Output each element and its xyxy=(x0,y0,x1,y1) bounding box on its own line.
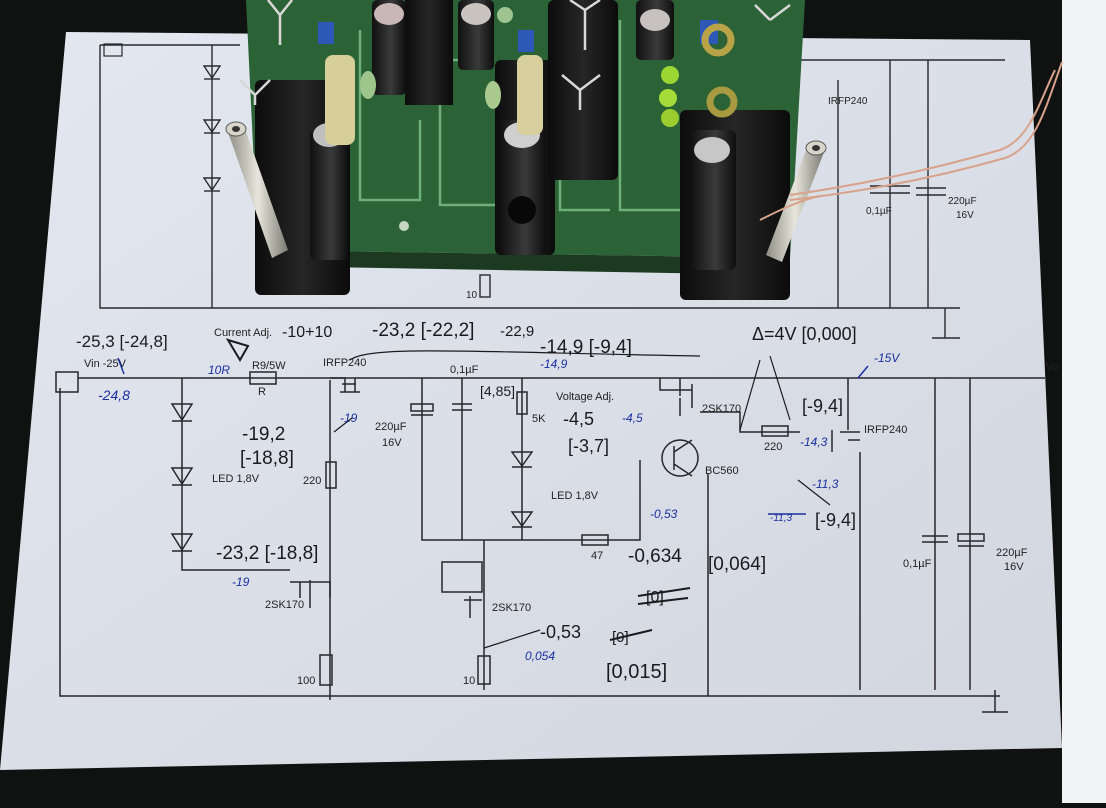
hw-emitter-meas: -0,634 xyxy=(628,546,682,567)
wires xyxy=(759,61,1063,221)
main-schematic-components xyxy=(55,371,985,686)
hw-bc560-strike: -11,3 xyxy=(770,513,792,524)
2sk170-2-label: 2SK170 xyxy=(492,602,531,614)
toroid-inductors xyxy=(701,23,738,118)
hw-bc560-bracket: [-9,4] xyxy=(815,510,856,530)
cap-elec-2-v-label: 16V xyxy=(1004,561,1024,573)
electrolytic-capacitors xyxy=(310,0,736,270)
hw-emitter-blue: -0,53 xyxy=(650,507,678,521)
top-schematic xyxy=(99,44,1005,339)
r220-2-label: 220 xyxy=(764,441,782,453)
top-r10-label: 10 xyxy=(466,290,478,301)
hw-r10r: 10R xyxy=(208,363,230,377)
r9-label: R9/5W xyxy=(252,360,286,372)
power-resistors xyxy=(325,55,543,145)
hw-pot-bracket: [4,85] xyxy=(480,383,515,399)
leds-green xyxy=(360,7,679,127)
hw-emitter-bracket: [0,064] xyxy=(708,554,766,575)
2sk170-3-label: 2SK170 xyxy=(702,403,741,415)
cap-small-1-label: 0,1µF xyxy=(450,364,479,376)
main-schematic-wiring xyxy=(59,377,1045,713)
top-cap-small-label: 0,1µF xyxy=(866,206,892,217)
hw-source-blue: 0,054 xyxy=(525,649,555,663)
r10-label: 10 xyxy=(463,675,475,687)
hw-q2-gate-blue: -14,3 xyxy=(800,435,828,449)
hw-gate2-bracket: [-18,8] xyxy=(240,448,294,469)
printed-labels: Vin -25V Vo Current Adj. R9/5W R IRFP240… xyxy=(84,327,1059,687)
hw-bc560-blue: -11,3 xyxy=(812,477,839,491)
top-cap-elec-label: 220µF xyxy=(948,196,977,207)
cap-elec-2-label: 220µF xyxy=(996,547,1028,559)
hw-out-blue: -14,9 xyxy=(540,357,568,371)
hw-led-bottom-blue: -19 xyxy=(232,575,250,589)
hw-wiper-blue: -4,5 xyxy=(622,411,643,425)
r220-1-label: 220 xyxy=(303,475,321,487)
2sk170-1-label: 2SK170 xyxy=(265,599,304,611)
hw-q2-gate-bracket: [-9,4] xyxy=(802,396,843,416)
vin-label: Vin -25V xyxy=(84,358,127,370)
irfp-2-label: IRFP240 xyxy=(864,424,907,436)
bc560-label: BC560 xyxy=(705,465,739,477)
led-2-label: LED 1,8V xyxy=(551,490,599,502)
cap-elec-1-label: 220µF xyxy=(375,421,407,433)
irfp-1-label: IRFP240 xyxy=(323,357,366,369)
hw-vin-meas: -25,3 [-24,8] xyxy=(76,332,168,351)
hw-wiper-bracket: [-3,7] xyxy=(568,436,609,456)
voltage-adj-label: Voltage Adj. xyxy=(556,391,614,403)
r100-label: 100 xyxy=(297,675,315,687)
cap-elec-1-v-label: 16V xyxy=(382,437,402,449)
hw-source-bracket: [0,015] xyxy=(606,661,667,683)
hw-delta: Δ=4V [0,000] xyxy=(752,324,857,344)
top-irfp-label: IRFP240 xyxy=(828,96,868,107)
hw-gate2-meas: -19,2 xyxy=(242,424,285,445)
top-cap-elec-v-label: 16V xyxy=(956,210,974,221)
hw-vin-blue: -24,8 xyxy=(98,387,130,403)
hw-gate-meas: -23,2 [-22,2] xyxy=(372,320,474,341)
hw-gate2-blue: -19 xyxy=(340,411,358,425)
led-1-label: LED 1,8V xyxy=(212,473,260,485)
hw-out-rail-blue: -15V xyxy=(874,351,900,365)
r47-label: 47 xyxy=(591,550,603,562)
cap-small-2-label: 0,1µF xyxy=(903,558,932,570)
pot-label: 5K xyxy=(532,413,546,425)
hw-led-bottom-meas: -23,2 [-18,8] xyxy=(216,543,318,564)
hw-gate-meas-alt: -22,9 xyxy=(500,323,534,340)
handwritten-blue: -24,8 10R -14,9 -15V -4,5 -19 -19 -14,3 … xyxy=(98,351,900,663)
hw-current-range: -10+10 xyxy=(282,324,332,341)
hw-source-meas: -0,53 xyxy=(540,622,581,642)
current-adj-label: Current Adj. xyxy=(214,327,272,339)
hw-wiper-meas: -4,5 xyxy=(563,409,594,429)
vout-label: Vo xyxy=(1046,361,1059,373)
top-leds xyxy=(202,65,222,192)
r-label: R xyxy=(258,386,266,398)
